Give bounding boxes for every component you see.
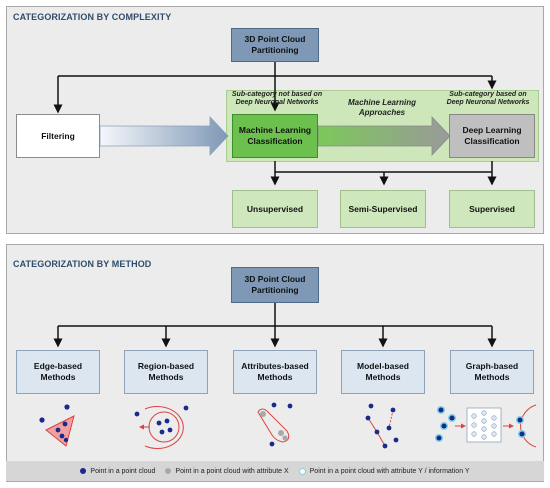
method-panel-title: CATEGORIZATION BY METHOD bbox=[13, 259, 152, 269]
legend-label-point: Point in a point cloud bbox=[90, 467, 156, 475]
dl-classification-label: Deep Learning Classification bbox=[462, 125, 522, 146]
attributes-based-node: Attributes-based Methods bbox=[233, 350, 317, 394]
region-based-illustration bbox=[134, 405, 189, 449]
legend-item-attr-y: Point in a point cloud with attribute Y … bbox=[298, 467, 470, 475]
ml-classification-label: Machine Learning Classification bbox=[238, 125, 312, 146]
complexity-panel-title: CATEGORIZATION BY COMPLEXITY bbox=[13, 12, 172, 22]
region-based-label: Region-based Methods bbox=[137, 361, 195, 382]
edge-based-illustration bbox=[39, 404, 75, 447]
graph-based-node: Graph-based Methods bbox=[450, 350, 534, 394]
ml-subcategory-note: Sub-category not based on Deep Neuronal … bbox=[231, 91, 323, 107]
attribute-y-point-icon bbox=[298, 467, 306, 475]
filtering-node: Filtering bbox=[16, 114, 100, 158]
semi-supervised-label: Semi-Supervised bbox=[348, 203, 418, 214]
region-based-node: Region-based Methods bbox=[124, 350, 208, 394]
filtering-label: Filtering bbox=[41, 130, 75, 141]
model-based-illustration bbox=[365, 403, 399, 449]
legend-label-attr-x: Point in a point cloud with attribute X bbox=[175, 467, 289, 475]
legend-label-attr-y: Point in a point cloud with attribute Y … bbox=[309, 467, 470, 475]
unsupervised-node: Unsupervised bbox=[232, 190, 318, 228]
unsupervised-label: Unsupervised bbox=[246, 203, 304, 214]
dl-subcategory-note: Sub-category based on Deep Neuronal Netw… bbox=[446, 91, 530, 107]
dl-classification-node: Deep Learning Classification bbox=[449, 114, 535, 158]
graph-based-illustration bbox=[434, 404, 537, 448]
point-icon bbox=[80, 468, 87, 474]
semi-supervised-node: Semi-Supervised bbox=[340, 190, 426, 228]
root-node-bottom: 3D Point Cloud Partitioning bbox=[231, 267, 319, 303]
edge-based-label: Edge-based Methods bbox=[33, 361, 83, 382]
supervised-node: Supervised bbox=[449, 190, 535, 228]
ml-approaches-label: Machine Learning Approaches bbox=[347, 98, 416, 117]
legend-item-attr-x: Point in a point cloud with attribute X bbox=[165, 467, 289, 475]
graph-based-label: Graph-based Methods bbox=[465, 361, 519, 382]
attributes-based-illustration bbox=[257, 402, 293, 447]
model-based-node: Model-based Methods bbox=[341, 350, 425, 394]
root-node-bottom-label: 3D Point Cloud Partitioning bbox=[244, 274, 306, 295]
root-node-top: 3D Point Cloud Partitioning bbox=[231, 28, 319, 62]
attribute-x-point-icon bbox=[165, 468, 172, 474]
edge-based-node: Edge-based Methods bbox=[16, 350, 100, 394]
legend: Point in a point cloud Point in a point … bbox=[6, 461, 544, 481]
supervised-label: Supervised bbox=[469, 203, 515, 214]
ml-classification-node: Machine Learning Classification bbox=[232, 114, 318, 158]
attributes-based-label: Attributes-based Methods bbox=[241, 361, 309, 382]
root-node-top-label: 3D Point Cloud Partitioning bbox=[244, 34, 306, 55]
model-based-label: Model-based Methods bbox=[357, 361, 409, 382]
legend-item-point: Point in a point cloud bbox=[80, 468, 155, 475]
